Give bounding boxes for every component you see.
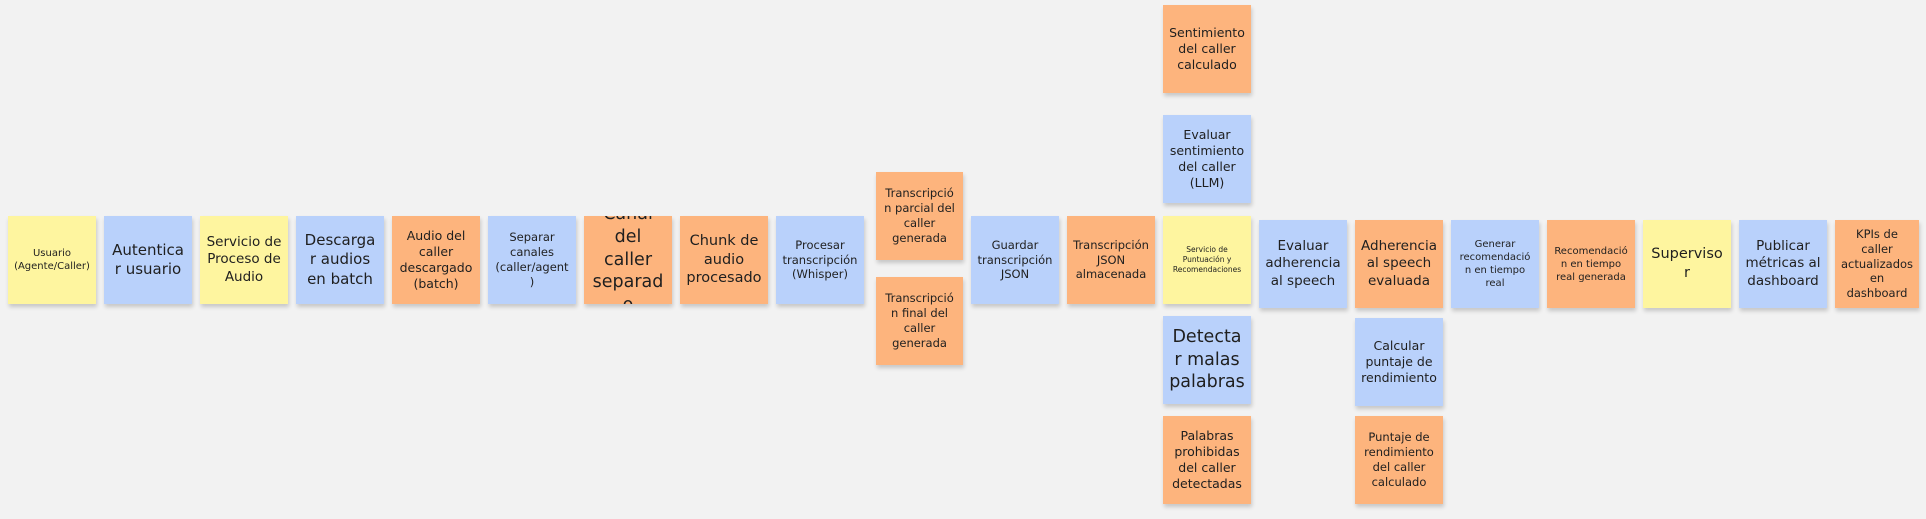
- note-autenticar-usuario[interactable]: Autenticar usuario: [104, 216, 192, 304]
- note-text: Procesar transcripción (Whisper): [782, 237, 858, 282]
- note-text: Transcripción parcial del caller generad…: [884, 186, 955, 245]
- note-text: Publicar métricas al dashboard: [1745, 237, 1821, 289]
- note-text: Calcular puntaje de rendimiento: [1361, 337, 1437, 386]
- note-text: Separar canales (caller/agent): [495, 230, 569, 289]
- note-generar-recomendacion[interactable]: Generar recomendación en tiempo real: [1451, 220, 1539, 308]
- note-detectar-malas-palabras[interactable]: Detectar malas palabras: [1163, 316, 1251, 404]
- note-sentimiento-calculado[interactable]: Sentimiento del caller calculado: [1163, 5, 1251, 93]
- note-text: Sentimiento del caller calculado: [1169, 24, 1245, 73]
- note-adherencia-evaluada[interactable]: Adherencia al speech evaluada: [1355, 220, 1443, 308]
- note-usuario[interactable]: Usuario (Agente/Caller): [8, 216, 96, 304]
- note-text: Evaluar sentimiento del caller (LLM): [1169, 126, 1245, 191]
- note-evaluar-sentimiento[interactable]: Evaluar sentimiento del caller (LLM): [1163, 115, 1251, 203]
- note-text: Servicio de Proceso de Audio: [206, 233, 282, 285]
- note-kpis-actualizados[interactable]: KPIs de caller actualizados en dashboard: [1835, 220, 1919, 308]
- note-canal-separado[interactable]: Canal del caller separado: [584, 216, 672, 304]
- note-text: Descargar audios en batch: [304, 230, 376, 288]
- note-procesar-transcripcion[interactable]: Procesar transcripción (Whisper): [776, 216, 864, 304]
- note-text: Autenticar usuario: [112, 240, 184, 279]
- note-publicar-metricas[interactable]: Publicar métricas al dashboard: [1739, 220, 1827, 308]
- note-evaluar-adherencia[interactable]: Evaluar adherencia al speech: [1259, 220, 1347, 308]
- note-transcripcion-final[interactable]: Transcripción final del caller generada: [876, 277, 963, 365]
- note-text: Detectar malas palabras: [1169, 326, 1245, 393]
- note-transcripcion-almacenada[interactable]: Transcripción JSON almacenada: [1067, 216, 1155, 304]
- note-guardar-transcripcion[interactable]: Guardar transcripción JSON: [971, 216, 1059, 304]
- note-text: Guardar transcripción JSON: [977, 237, 1053, 282]
- note-descargar-audios[interactable]: Descargar audios en batch: [296, 216, 384, 304]
- note-text: Transcripción final del caller generada: [885, 291, 954, 350]
- note-transcripcion-parcial[interactable]: Transcripción parcial del caller generad…: [876, 172, 963, 260]
- note-audio-descargado[interactable]: Audio del caller descargado (batch): [392, 216, 480, 304]
- note-text: Generar recomendación en tiempo real: [1459, 239, 1531, 289]
- note-text: Audio del caller descargado (batch): [399, 227, 473, 292]
- note-calcular-puntaje[interactable]: Calcular puntaje de rendimiento: [1355, 318, 1443, 406]
- note-text: Puntaje de rendimiento del caller calcul…: [1364, 430, 1434, 489]
- note-palabras-prohibidas[interactable]: Palabras prohibidas del caller detectada…: [1163, 416, 1251, 504]
- note-text: Canal del caller separado: [592, 216, 664, 304]
- note-servicio-puntuacion[interactable]: Servicio de Puntuación y Recomendaciones: [1163, 216, 1251, 304]
- note-supervisor[interactable]: Supervisor: [1643, 220, 1731, 308]
- note-text: Adherencia al speech evaluada: [1361, 237, 1437, 289]
- note-separar-canales[interactable]: Separar canales (caller/agent): [488, 216, 576, 304]
- note-chunk-audio[interactable]: Chunk de audio procesado: [680, 216, 768, 304]
- note-puntaje-calculado[interactable]: Puntaje de rendimiento del caller calcul…: [1355, 416, 1443, 504]
- note-text: Transcripción JSON almacenada: [1073, 237, 1149, 282]
- note-text: Palabras prohibidas del caller detectada…: [1172, 427, 1242, 492]
- note-text: Evaluar adherencia al speech: [1265, 237, 1341, 289]
- note-text: Supervisor: [1651, 246, 1723, 281]
- note-text: Usuario (Agente/Caller): [14, 248, 90, 272]
- note-text: Chunk de audio procesado: [686, 232, 762, 287]
- note-text: Recomendación en tiempo real generada: [1554, 245, 1628, 283]
- note-text: KPIs de caller actualizados en dashboard: [1841, 226, 1914, 301]
- note-recomendacion-generada[interactable]: Recomendación en tiempo real generada: [1547, 220, 1635, 308]
- note-servicio-proceso-audio[interactable]: Servicio de Proceso de Audio: [200, 216, 288, 304]
- note-text: Servicio de Puntuación y Recomendaciones: [1172, 245, 1242, 274]
